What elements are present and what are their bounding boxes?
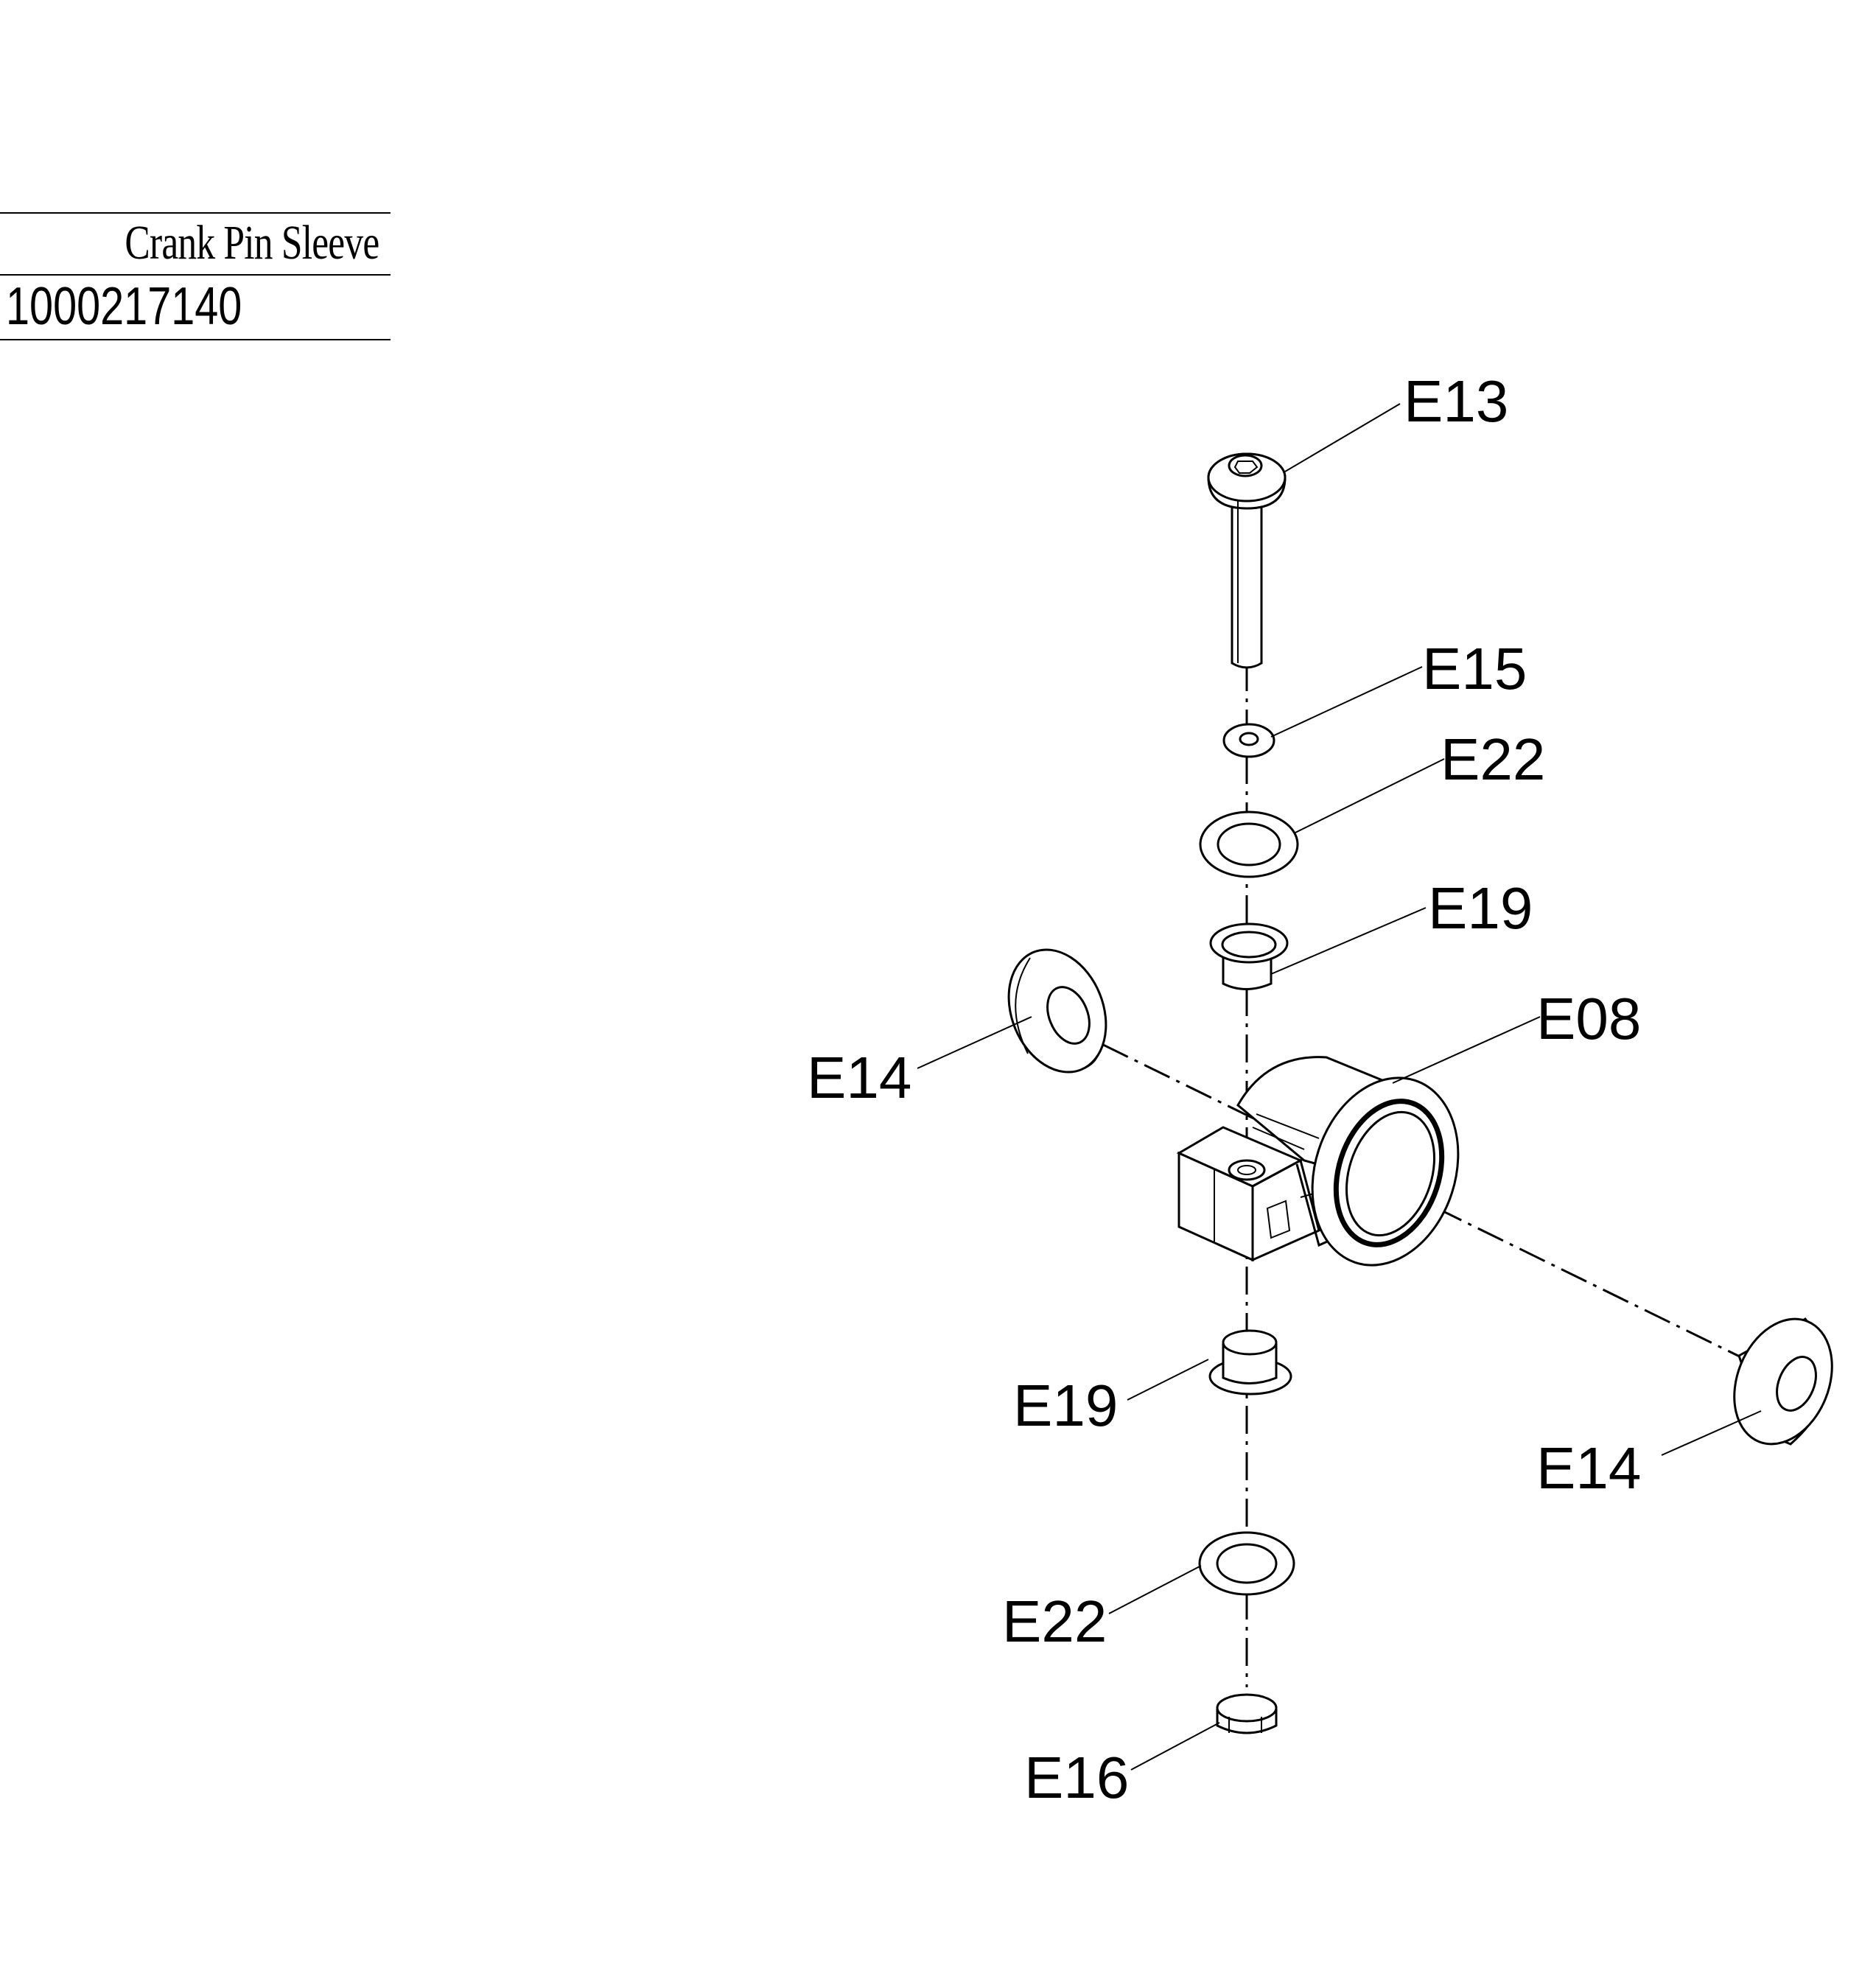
bushing-e19-bottom <box>1208 1329 1292 1396</box>
callout-e19-top: E19 <box>1428 875 1533 941</box>
spacer-e14-left <box>1007 948 1107 1074</box>
title-rule-bottom <box>0 339 391 340</box>
callout-e14-right: E14 <box>1536 1435 1641 1501</box>
horizontal-center-line <box>1060 1023 1784 1379</box>
washer-e22-bottom <box>1198 1531 1295 1596</box>
leader-lines <box>917 403 1762 1771</box>
washer-e15 <box>1222 723 1275 758</box>
callout-e15: E15 <box>1422 636 1527 701</box>
callout-e13: E13 <box>1404 368 1508 434</box>
callout-e14-left: E14 <box>807 1045 911 1110</box>
nut-e16 <box>1216 1693 1278 1734</box>
title-rule-top <box>0 212 391 214</box>
callout-e16: E16 <box>1024 1745 1129 1810</box>
callout-e22-top: E22 <box>1441 726 1545 792</box>
screw-e13 <box>1207 452 1287 669</box>
sleeve-body-e08 <box>1176 1056 1460 1267</box>
callout-e08: E08 <box>1536 986 1641 1051</box>
spacer-e14-right <box>1733 1317 1833 1446</box>
title-block: Crank Pin Sleeve 1000217140 <box>0 206 391 343</box>
washer-e22-top <box>1199 810 1299 878</box>
callout-e22-bottom: E22 <box>1002 1589 1107 1654</box>
callout-e19-bottom: E19 <box>1013 1373 1118 1438</box>
bushing-e19-top <box>1209 922 1289 990</box>
title-rule-middle <box>0 274 391 276</box>
part-name: Crank Pin Sleeve <box>125 216 379 270</box>
part-number: 1000217140 <box>6 277 242 336</box>
